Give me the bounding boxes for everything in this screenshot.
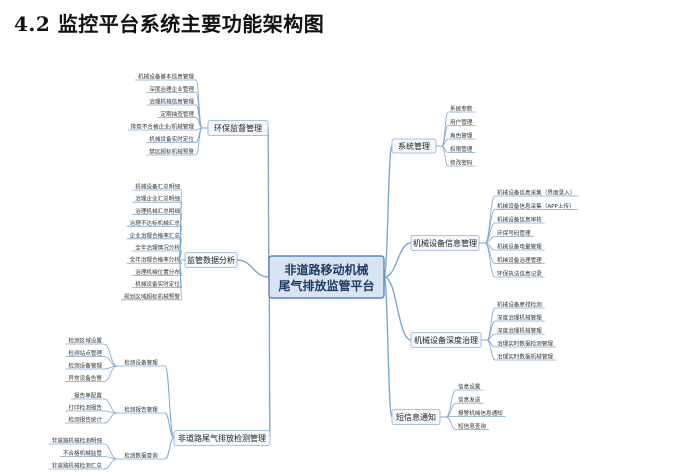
branch-sms-box: [391, 409, 441, 425]
connector: [195, 127, 203, 156]
connector: [383, 145, 393, 278]
leaf-label: 检测设备管理: [68, 362, 102, 370]
leaf-label: 治理实时数据机械管理: [497, 353, 553, 361]
branch-info-box: [410, 235, 480, 251]
leaf-label: 定期抽查管理: [160, 110, 194, 118]
connector: [484, 195, 496, 244]
branch-env-label: 环保监督管理: [214, 123, 262, 133]
leaf-label: 系统参数: [450, 105, 473, 113]
leaf-label: 机械设备基本信息管理: [138, 73, 194, 81]
connector: [484, 209, 496, 244]
leaf-label: 排查不合格企业/机械管理: [131, 123, 195, 131]
leaf-label: 深度治理企业管理: [149, 85, 194, 93]
leaf-label: 机械设备实时定位: [149, 135, 194, 143]
branch-info-label: 机械设备信息管理: [413, 238, 477, 248]
leaf-label: 检测站点管理: [68, 349, 102, 357]
leaf-label: 用户管理: [450, 118, 473, 126]
leaf-label: 机械设备治理管理: [497, 256, 542, 264]
connector: [103, 456, 118, 460]
connector: [267, 127, 270, 278]
center-node-box: [268, 255, 385, 299]
leaf-label: 非道路机械检测汇总: [52, 462, 103, 470]
leaf-label: 机械设备汇总明细: [135, 183, 180, 191]
connector: [445, 416, 457, 430]
connector: [383, 242, 412, 278]
leaf-label: 权限管理: [450, 145, 473, 153]
leaf-label: 机械设备信息采集（界面录入）: [497, 189, 575, 197]
connector: [103, 343, 118, 367]
connector: [268, 276, 271, 439]
leaf-label: 非道路机械检测明细: [52, 437, 103, 445]
mind-map-nodes: 机械设备基本信息管理深度治理企业管理治理机械信息管理定期抽查管理排查不合格企业/…: [52, 73, 576, 470]
branch-detect-label: 非道路尾气排放检测管理: [178, 433, 266, 443]
connector: [164, 365, 175, 439]
detect-sub-label: 检测报告管理: [124, 406, 158, 414]
connector: [164, 437, 175, 460]
leaf-label: 治理机械汇总明细: [135, 207, 180, 215]
leaf-label: 修改密码: [450, 159, 473, 167]
leaf-label: 角色管理: [450, 132, 473, 140]
connector: [103, 458, 118, 470]
leaf-label: 全年治理合格率分析: [130, 256, 181, 264]
connector: [486, 307, 496, 341]
connector: [236, 259, 270, 278]
connector: [164, 412, 175, 439]
center-node-line2: 尾气排放监管平台: [278, 278, 374, 293]
center-node-line1: 非道路移动机械: [284, 262, 368, 277]
branch-env-box: [207, 120, 269, 136]
branch-sys-label: 系统管理: [398, 141, 430, 151]
leaf-label: 环保号码管理: [497, 229, 531, 237]
connector: [441, 111, 449, 147]
branch-stats-box: [184, 252, 238, 268]
leaf-label: 环保执法信息记录: [497, 270, 542, 278]
branch-deep-label: 机械设备深度治理: [414, 335, 478, 345]
leaf-label: 深度治理机械管理: [497, 327, 542, 335]
branch-sms-label: 短信息通知: [396, 412, 436, 422]
detect-sub-label: 检测设备管理: [124, 359, 158, 367]
leaf-label: 治理企业汇总明细: [135, 195, 180, 203]
leaf-label: 报告单配置: [74, 392, 102, 400]
connector: [103, 365, 118, 382]
connector: [103, 412, 118, 424]
branch-stats-label: 监管数据分析: [187, 255, 235, 265]
leaf-label: 机械设备信息采集（APP上传）: [497, 202, 575, 210]
leaf-label: 企业治理合格率汇总: [130, 231, 181, 239]
leaf-label: 检测报告统计: [68, 416, 102, 424]
leaf-label: 机械设备电量管理: [497, 243, 542, 251]
connector: [383, 276, 393, 418]
detect-sub-label: 检测数据查询: [124, 452, 158, 460]
leaf-label: 信息设置: [458, 383, 481, 391]
leaf-label: 规划区域超标机械预警: [124, 292, 180, 300]
connector: [195, 79, 203, 129]
connector: [484, 242, 496, 278]
leaf-label: 深度治理机械管理: [497, 314, 542, 322]
leaf-label: 全年治理情况分析: [135, 244, 180, 252]
page-title: 4.2 监控平台系统主要功能架构图: [14, 12, 325, 36]
connector: [178, 259, 183, 301]
connector: [486, 339, 496, 361]
connector: [383, 276, 412, 341]
branch-deep-box: [410, 332, 482, 348]
leaf-label: 机械设备原排检测: [497, 301, 542, 309]
leaf-label: 异常设备告警: [68, 374, 102, 382]
leaf-label: 检测区域设置: [68, 337, 102, 345]
leaf-label: 不合格机械监管: [63, 449, 103, 457]
leaf-label: 报警机械信息通知: [458, 409, 503, 417]
leaf-label: 治理机械信息管理: [149, 98, 194, 106]
branch-detect-box: [173, 430, 271, 446]
connector: [441, 145, 449, 167]
leaf-label: 治理不达标机械汇总: [130, 219, 181, 227]
leaf-label: 打印检测报告: [68, 404, 102, 412]
leaf-label: 治理机械位置分布: [135, 268, 180, 276]
leaf-label: 信息发送: [458, 396, 481, 404]
branch-sys-box: [391, 138, 437, 154]
leaf-label: 治理实时数据检测管理: [497, 340, 553, 348]
leaf-label: 禁区超标机械预警: [149, 148, 194, 156]
leaf-label: 机械设备信息审核: [497, 216, 542, 224]
leaf-label: 短信息查询: [458, 422, 486, 430]
leaf-label: 机械设备实时定位: [135, 280, 180, 288]
